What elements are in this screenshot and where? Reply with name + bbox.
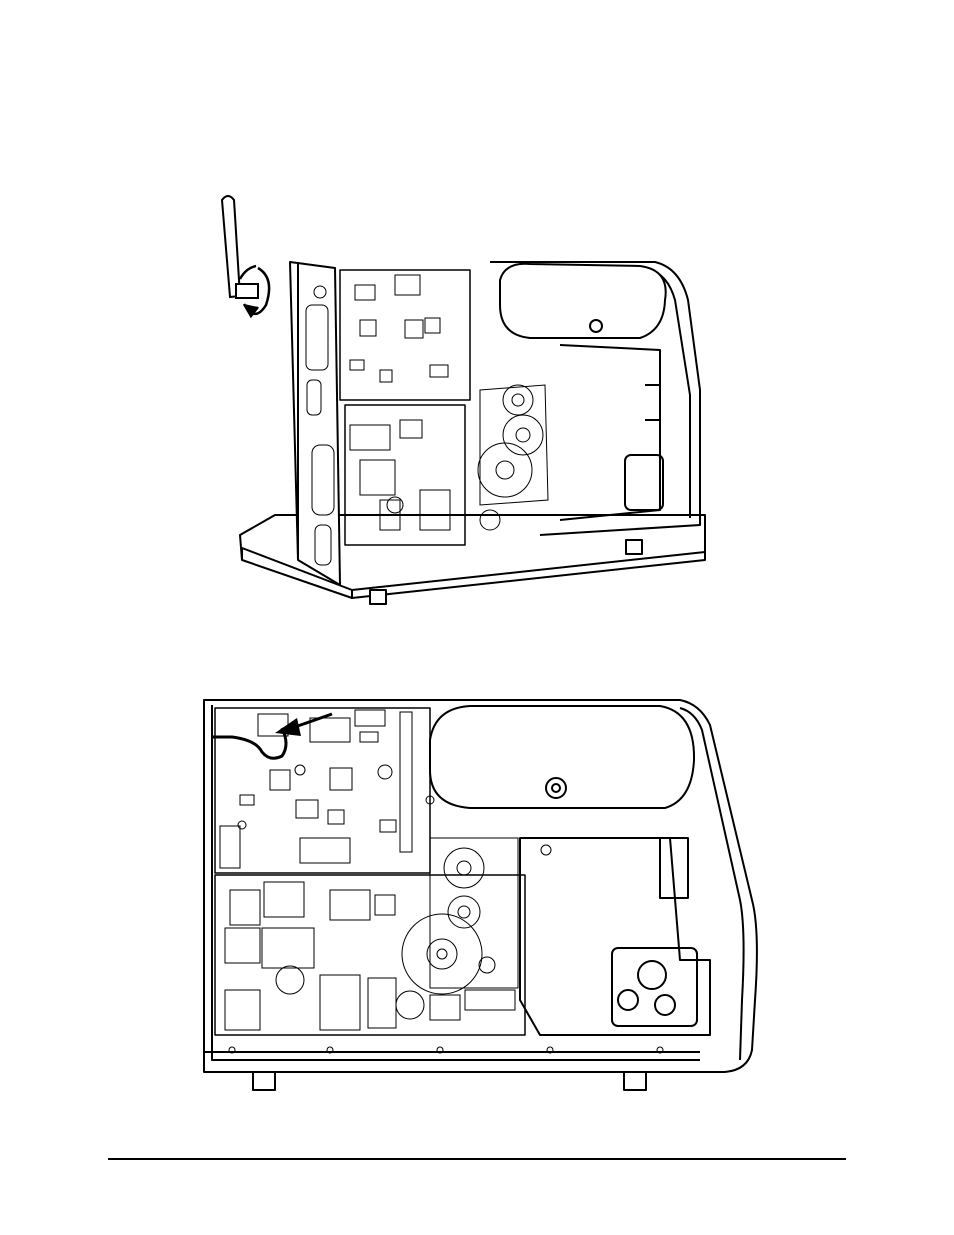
spool-housing xyxy=(430,706,694,808)
antenna-cable xyxy=(213,728,286,758)
footer-rule xyxy=(108,1158,846,1160)
side-view-figure xyxy=(0,0,954,1100)
callout-arrow-icon xyxy=(275,714,332,736)
